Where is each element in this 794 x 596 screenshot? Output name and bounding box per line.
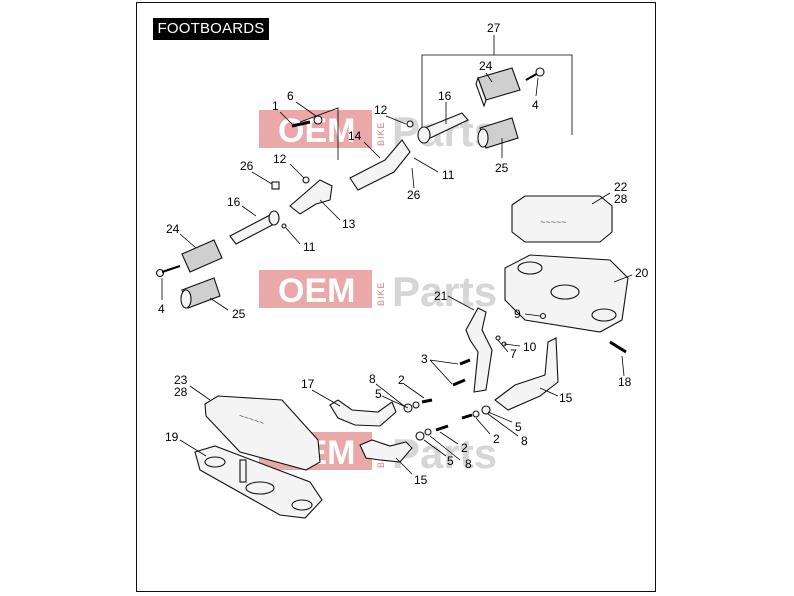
footpeg-rubber-upper bbox=[477, 117, 519, 149]
callout-2-right: 2 bbox=[493, 432, 500, 446]
callout-15-left: 15 bbox=[414, 473, 428, 487]
callout-7: 7 bbox=[510, 347, 517, 361]
callout-14: 14 bbox=[348, 129, 362, 143]
bolt-18 bbox=[609, 340, 627, 354]
watermark-bike-text: BIKE bbox=[376, 281, 386, 306]
watermark-parts-text: Parts bbox=[392, 268, 497, 315]
callout-3: 3 bbox=[421, 352, 428, 366]
callout-11-upper: 11 bbox=[442, 168, 455, 182]
callout-26-right: 26 bbox=[407, 188, 421, 202]
bolts-3 bbox=[452, 358, 471, 387]
callout-22: 22 bbox=[614, 180, 628, 194]
callout-28-right: 28 bbox=[614, 192, 628, 206]
diagram-title: FOOTBOARDS bbox=[153, 18, 269, 40]
bracket-14 bbox=[349, 139, 411, 191]
callout-28-left: 28 bbox=[174, 385, 188, 399]
cotter-11-left bbox=[281, 223, 287, 229]
callout-21: 21 bbox=[434, 289, 448, 303]
callout-17: 17 bbox=[301, 377, 315, 391]
footboard-top-left: ~~~~~ bbox=[204, 395, 321, 471]
callout-25-upper: 25 bbox=[495, 161, 509, 175]
footboard-top-right: ~~~~~ bbox=[511, 195, 613, 243]
svg-text:~~~~~: ~~~~~ bbox=[540, 217, 566, 227]
footpeg-rubber-left bbox=[180, 277, 221, 309]
footpeg-left bbox=[181, 239, 223, 273]
callout-25-left: 25 bbox=[232, 307, 246, 321]
callout-13: 13 bbox=[342, 217, 356, 231]
callout-8-middle: 8 bbox=[465, 457, 472, 471]
callout-24-left: 24 bbox=[166, 222, 180, 236]
watermark-oem-box bbox=[259, 270, 372, 308]
callout-5-upper: 5 bbox=[375, 387, 382, 401]
leader-lines bbox=[161, 72, 633, 475]
callout-8-right: 8 bbox=[521, 434, 528, 448]
mount-bracket-21 bbox=[465, 307, 493, 393]
clevis-pin-left bbox=[229, 210, 280, 245]
callout-23: 23 bbox=[174, 373, 188, 387]
footpeg-upper bbox=[475, 67, 521, 108]
nut-9 bbox=[539, 312, 547, 320]
callout-labels: 27 24 4 16 25 1 6 12 14 11 26 26 12 13 1… bbox=[158, 21, 649, 487]
watermark-middle: OEM BIKE Parts bbox=[259, 268, 497, 315]
callout-4-upper: 4 bbox=[532, 98, 539, 112]
callout-18: 18 bbox=[618, 375, 632, 389]
screw-4-left bbox=[155, 265, 181, 278]
pin-12-upper bbox=[406, 120, 414, 128]
callout-4-left: 4 bbox=[158, 302, 165, 316]
pin-12-left bbox=[302, 176, 310, 184]
callout-2-upper: 2 bbox=[398, 373, 405, 387]
callout-5-right: 5 bbox=[515, 420, 522, 434]
callout-8-upper: 8 bbox=[369, 372, 376, 386]
callout-10: 10 bbox=[523, 340, 537, 354]
callout-1: 1 bbox=[272, 99, 279, 113]
callout-11-left: 11 bbox=[303, 240, 316, 254]
bolt-1 bbox=[291, 120, 311, 128]
callout-27: 27 bbox=[487, 21, 501, 35]
screw-4-upper bbox=[525, 67, 545, 81]
callout-5-middle: 5 bbox=[447, 454, 454, 468]
washer-6 bbox=[313, 115, 323, 125]
washer-7 bbox=[495, 335, 501, 341]
hardware-lower-lower bbox=[415, 424, 449, 441]
callout-12-left: 12 bbox=[273, 152, 287, 166]
callout-24-upper: 24 bbox=[479, 59, 493, 73]
callout-20: 20 bbox=[635, 266, 649, 280]
callout-16-left: 16 bbox=[227, 195, 241, 209]
bracket-27 bbox=[421, 54, 573, 135]
watermark-bike-text: BIKE bbox=[376, 121, 386, 146]
clevis-pin-upper bbox=[417, 112, 469, 144]
callout-16-upper: 16 bbox=[438, 89, 452, 103]
watermark-oem-text: OEM bbox=[278, 272, 355, 310]
callout-19: 19 bbox=[165, 430, 179, 444]
callout-9: 9 bbox=[514, 307, 521, 321]
mount-bracket-13 bbox=[289, 179, 333, 215]
clip-26-left bbox=[271, 181, 280, 190]
support-arm-17 bbox=[329, 399, 397, 427]
footboard-base-right bbox=[504, 254, 629, 333]
callout-12-upper: 12 bbox=[374, 103, 388, 117]
hardware-right bbox=[461, 405, 491, 420]
footboard-base-left bbox=[194, 445, 323, 519]
callout-26-left: 26 bbox=[240, 159, 254, 173]
support-arm-15-left bbox=[359, 439, 413, 463]
leader-bracket-1-6 bbox=[299, 107, 339, 160]
hardware-lower-upper bbox=[403, 398, 433, 413]
watermark-parts-text: Parts bbox=[392, 430, 497, 477]
support-arm-15-right bbox=[494, 337, 559, 411]
callout-2-middle: 2 bbox=[461, 441, 468, 455]
callout-15-right: 15 bbox=[559, 391, 573, 405]
callout-6: 6 bbox=[287, 89, 294, 103]
